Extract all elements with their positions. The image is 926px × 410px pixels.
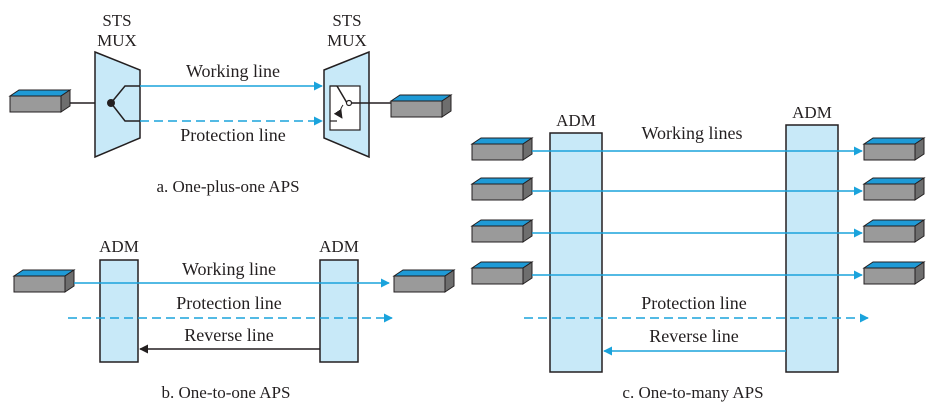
host-device-b-left [13, 269, 75, 293]
adm-b-right-label: ADM [319, 237, 359, 256]
mux-right-label-line1: STS [332, 11, 361, 30]
adm-c-right-label: ADM [792, 103, 832, 122]
caption-c: c. One-to-many APS [622, 383, 763, 402]
panel-b: ADM ADM Working line Protection line Rev… [13, 237, 455, 402]
protection-line-label-b: Protection line [176, 293, 281, 313]
host-device-c-left-2 [471, 177, 533, 201]
panel-a: STS MUX STS MUX Working line Protection … [9, 11, 452, 196]
working-lines-label-c: Working lines [641, 123, 742, 143]
host-device-c-right-4 [863, 261, 925, 285]
protection-line-label-c: Protection line [641, 293, 746, 313]
caption-a: a. One-plus-one APS [156, 177, 299, 196]
host-device-a-left [9, 89, 71, 113]
mux-right-label-line2: MUX [327, 31, 367, 50]
working-line-label-a: Working line [186, 61, 280, 81]
reverse-line-label-b: Reverse line [184, 325, 273, 345]
host-device-c-right-2 [863, 177, 925, 201]
host-device-a-right [390, 94, 452, 118]
host-device-c-right-1 [863, 137, 925, 161]
adm-b-left-label: ADM [99, 237, 139, 256]
adm-c-right [785, 124, 839, 373]
adm-b-left [99, 259, 139, 363]
working-line-label-b: Working line [182, 259, 276, 279]
host-device-c-left-3 [471, 219, 533, 243]
sts-mux-left [94, 50, 141, 159]
reverse-line-label-c: Reverse line [649, 326, 738, 346]
selector-switch [329, 85, 361, 131]
panel-c: ADM ADM Working lines Protection line Re… [471, 103, 925, 402]
adm-c-left-label: ADM [556, 111, 596, 130]
mux-left-label-line1: STS [102, 11, 131, 30]
host-device-b-right [393, 269, 455, 293]
mux-left-label-line2: MUX [97, 31, 137, 50]
protection-line-label-a: Protection line [180, 125, 285, 145]
host-device-c-right-3 [863, 219, 925, 243]
caption-b: b. One-to-one APS [162, 383, 291, 402]
adm-c-left [549, 132, 603, 373]
host-device-c-left-4 [471, 261, 533, 285]
switch-direction-arrow [333, 104, 344, 119]
host-device-c-left-1 [471, 137, 533, 161]
adm-b-right [319, 259, 359, 363]
